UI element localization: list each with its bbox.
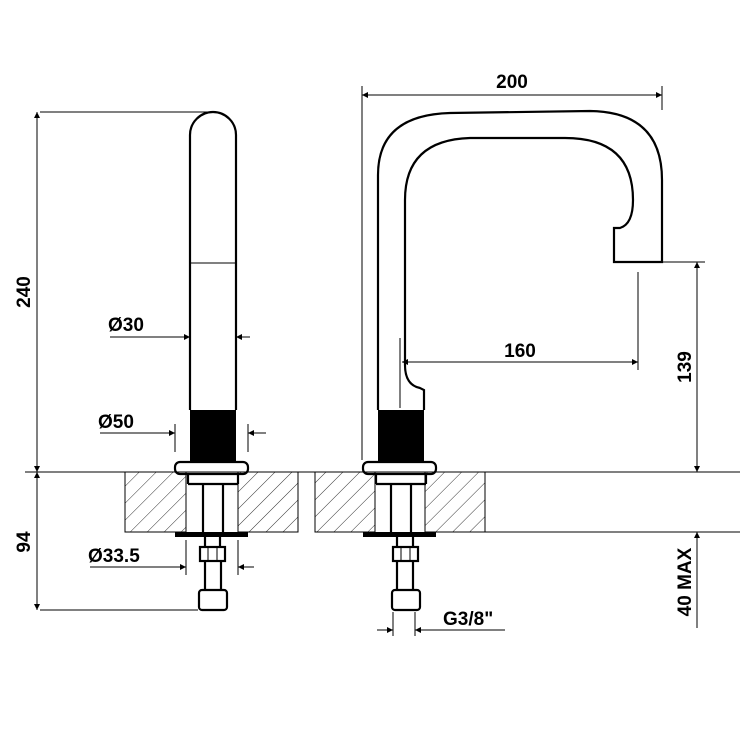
dim-240: 240 <box>14 111 210 472</box>
dim-94: 94 <box>14 472 198 611</box>
dim-label-240: 240 <box>14 276 35 308</box>
dim-160: 160 <box>399 272 639 408</box>
faucet-side-view <box>361 109 664 612</box>
dim-label-dia-50: Ø50 <box>98 412 134 433</box>
dim-label-g3-8: G3/8" <box>443 609 493 630</box>
dim-dia-30: Ø30 <box>108 315 250 340</box>
dim-dia-50: Ø50 <box>98 412 266 452</box>
dim-dia-33-5: Ø33.5 <box>88 540 254 575</box>
dim-g3-8: G3/8" <box>377 609 505 636</box>
dim-label-160: 160 <box>504 341 536 362</box>
dim-label-200: 200 <box>496 72 528 93</box>
faucet-front-view <box>173 110 250 612</box>
dim-40-max: 40 MAX <box>675 532 700 628</box>
countertop-right <box>314 471 486 533</box>
dim-200: 200 <box>361 72 663 460</box>
dim-label-40-max: 40 MAX <box>675 547 696 616</box>
dim-label-94: 94 <box>14 531 35 553</box>
countertop-left <box>124 471 299 533</box>
dim-label-139: 139 <box>675 351 696 383</box>
dim-label-dia-30: Ø30 <box>108 315 144 336</box>
dim-139: 139 <box>640 261 705 472</box>
dim-label-dia-33-5: Ø33.5 <box>88 546 140 567</box>
